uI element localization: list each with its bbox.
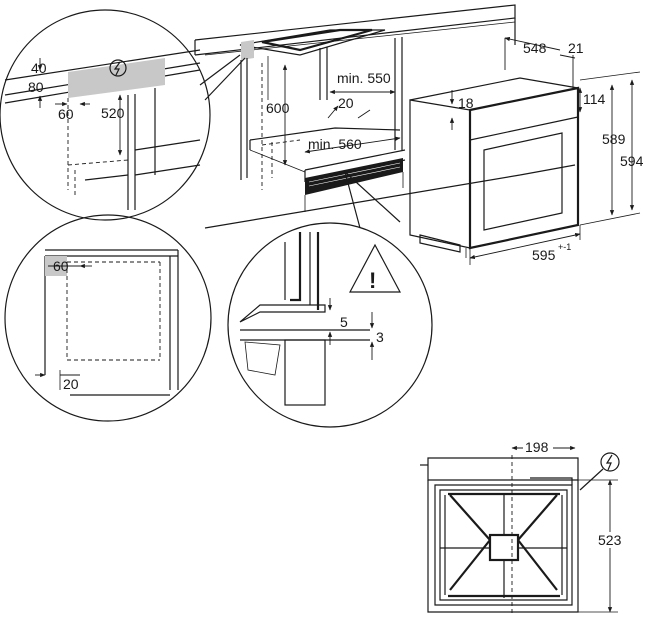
- hob-cutout: [239, 28, 386, 56]
- dim-589-label: 589: [602, 131, 626, 147]
- dim-21-label: 21: [568, 40, 584, 56]
- dim-oven-depth: 548: [504, 36, 561, 70]
- dim-20-label: 20: [338, 95, 354, 111]
- dim-600-label: 600: [266, 100, 290, 116]
- dim-corner20-label: 20: [63, 376, 79, 392]
- dim-520-label: 520: [101, 105, 125, 121]
- wood-section: [284, 339, 326, 406]
- dim-front-depth: 21: [559, 40, 584, 88]
- dim-548-label: 548: [523, 40, 547, 56]
- dim-595-tolerance: +-1: [558, 242, 571, 252]
- dim-40-label: 40: [31, 60, 47, 76]
- dim-vent-gap: 20: [327, 95, 371, 119]
- cabinet-drawing: [194, 4, 576, 229]
- dim-3-label: 3: [376, 329, 384, 345]
- warning-mark: !: [369, 268, 376, 293]
- warning-triangle-icon: !: [349, 243, 401, 293]
- dim-top-panel: 114: [577, 87, 606, 113]
- dim-heights: 589 594: [579, 71, 644, 226]
- dim-niche-height: 600: [266, 64, 290, 166]
- power-connection-icon: [109, 59, 127, 77]
- dim-523-label: 523: [598, 532, 622, 548]
- pan-support: [440, 492, 567, 598]
- dim-80-label: 80: [28, 79, 44, 95]
- detail-circle-warning: ! 5 3: [227, 171, 433, 428]
- dim-min-depth: min. 560: [304, 136, 401, 154]
- dim-front-thickness: 18: [449, 90, 474, 130]
- power-connection-icon-2: [579, 452, 620, 491]
- dim-60-label: 60: [58, 106, 74, 122]
- dim-min-width: min. 550: [329, 70, 396, 95]
- top-view-drawing: 198 523: [420, 439, 626, 615]
- detail-circle-corner: 60 20: [4, 214, 212, 422]
- dim-oven-width: 595 +-1: [469, 225, 581, 265]
- detail-circle-mains: 40 80 60 520: [0, 9, 246, 221]
- dim-5-label: 5: [340, 314, 348, 330]
- dim-corner60-label: 60: [53, 258, 69, 274]
- plinth-vent: [305, 158, 403, 195]
- socket-area: [68, 58, 165, 98]
- dim-594-label: 594: [620, 153, 644, 169]
- dim-min560-label: min. 560: [308, 136, 362, 152]
- oven-drawing: [409, 77, 580, 258]
- dim-18-label: 18: [458, 95, 474, 111]
- dim-198-label: 198: [525, 439, 549, 455]
- dim-114-label: 114: [583, 91, 606, 107]
- dim-595-label: 595: [532, 247, 556, 263]
- dim-min550-label: min. 550: [337, 70, 391, 86]
